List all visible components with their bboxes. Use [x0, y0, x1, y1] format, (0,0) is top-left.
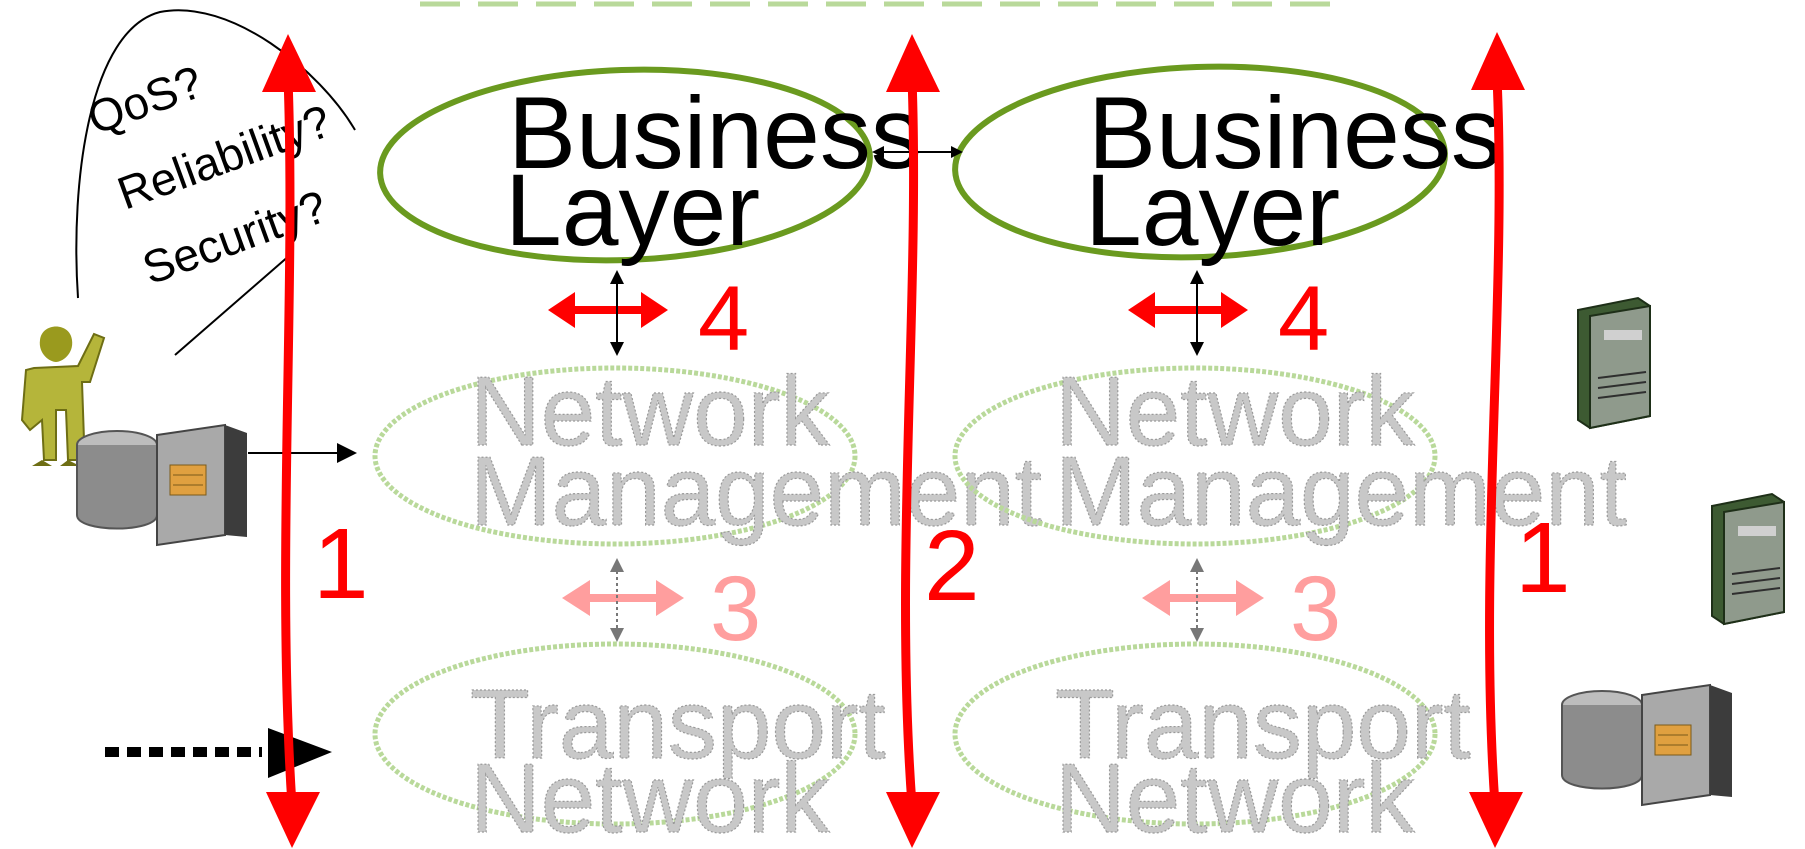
domain-1: Transport Network Network Management Bus… [372, 66, 1043, 849]
database-server-icon [1561, 683, 1732, 807]
label-3: 3 [710, 558, 761, 660]
network-mgmt-ellipse [952, 365, 1438, 547]
traffic-dotted-arrow [105, 728, 332, 778]
vertical-arrow-1 [262, 34, 320, 848]
domain-2: Transport Network Network Management Bus… [952, 63, 1628, 849]
cross-arrow-lower [1142, 558, 1264, 642]
vertical-label-1: 1 [313, 508, 369, 620]
vertical-label-3: 1 [1515, 502, 1571, 614]
question-qos: QoS? [81, 55, 209, 144]
business-layer-label-line1: Business [508, 76, 922, 190]
vertical-arrow-3 [1469, 32, 1525, 848]
business-layer-label-line2: Layer [505, 153, 760, 267]
transport-label-line1: Transport [1055, 669, 1471, 779]
network-mgmt-label-line2: Management [470, 436, 1042, 546]
label-3: 3 [1290, 558, 1341, 660]
database-server-icon [76, 423, 247, 547]
business-layer-ellipse [952, 63, 1448, 261]
label-4: 4 [1278, 268, 1329, 370]
transport-label-line1: Transport [470, 669, 886, 779]
tower-server-icon [1577, 296, 1651, 430]
network-mgmt-ellipse [372, 365, 858, 547]
business-layer-label-line1: Business [1088, 76, 1502, 190]
person-icon [20, 326, 106, 466]
cross-arrow-upper [1128, 270, 1248, 356]
transport-ellipse [372, 641, 858, 827]
vertical-label-2: 2 [924, 510, 980, 622]
cross-arrow-upper [548, 270, 668, 356]
transport-ellipse [952, 641, 1438, 827]
cross-arrow-lower [562, 558, 684, 642]
transport-label-line2: Network [470, 743, 830, 849]
label-4: 4 [698, 268, 749, 370]
network-mgmt-label-line1: Network [1055, 356, 1415, 466]
business-layer-ellipse [377, 66, 873, 264]
network-mgmt-label-line2: Management [1055, 436, 1627, 546]
transport-label-line2: Network [1055, 743, 1415, 849]
network-mgmt-label-line1: Network [470, 356, 830, 466]
tower-server-icon [1711, 492, 1785, 626]
speech-line [174, 254, 291, 356]
vertical-arrow-2 [886, 34, 940, 848]
business-layer-label-line2: Layer [1085, 153, 1340, 267]
